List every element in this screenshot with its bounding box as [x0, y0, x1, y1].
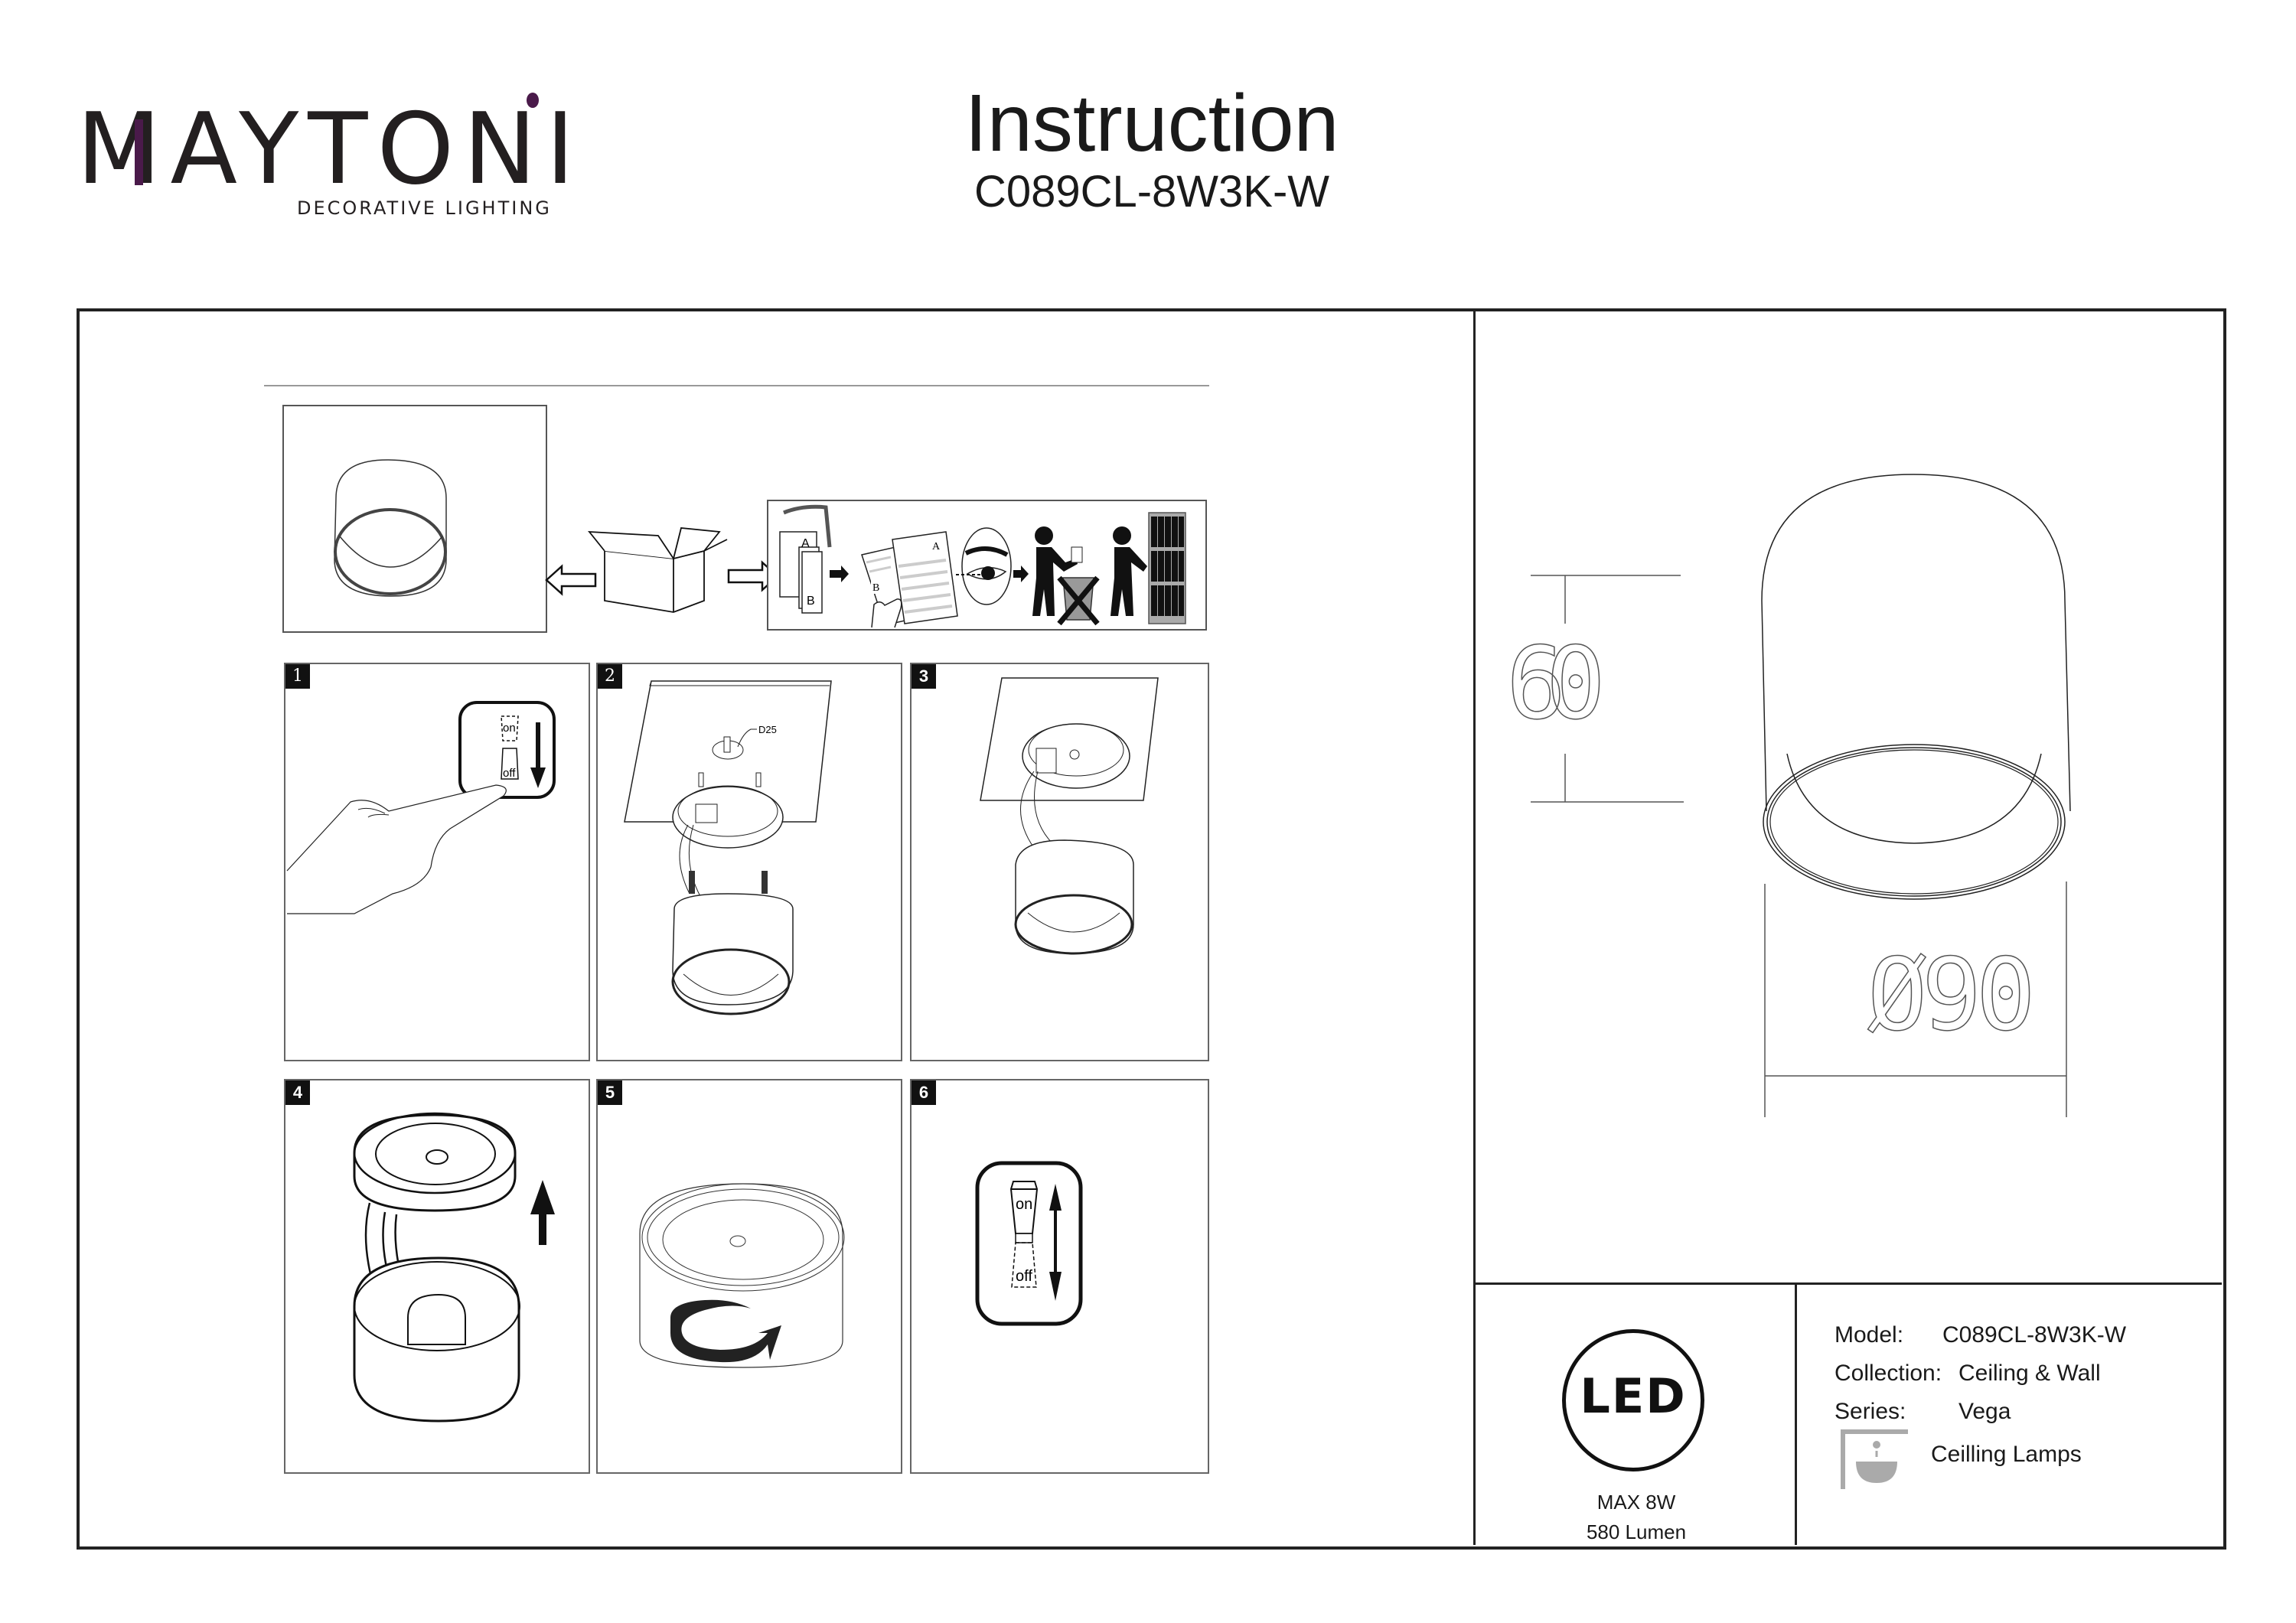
height-dimension: 60 — [1506, 625, 1606, 741]
twist-lock-illustration — [639, 1183, 845, 1368]
page-model: C089CL-8W3K-W — [974, 167, 1330, 217]
logo-accent-dot — [527, 93, 539, 108]
spec-model-value: C089CL-8W3K-W — [1942, 1322, 2127, 1348]
led-logo-text: LED — [1580, 1368, 1687, 1424]
step-6-panel: 6 on off — [910, 1079, 1209, 1474]
section-rule — [264, 385, 1209, 386]
step-2-number: 2 — [598, 664, 622, 689]
info-divider — [1795, 1284, 1797, 1545]
documents-instructions-box: A B A B — [767, 500, 1207, 631]
doc-label-a: A — [801, 537, 810, 550]
switch-off-label: off — [503, 767, 516, 780]
detach-base-illustration — [353, 1112, 555, 1423]
lamp-preview-illustration — [334, 459, 447, 597]
spec-collection-label: Collection: — [1835, 1361, 1942, 1386]
brand-logo: MAYTONI — [77, 101, 584, 199]
mount-bracket-illustration: D25 — [624, 680, 832, 1015]
doc-label-a2: A — [932, 541, 941, 552]
arrow-right-icon — [727, 560, 779, 592]
max-power: MAX 8W — [1596, 1491, 1676, 1514]
step-1-panel: 1 on off — [284, 663, 590, 1061]
frame-divider-vertical — [1473, 310, 1476, 1545]
spec-series-label: Series: — [1835, 1399, 1906, 1424]
frame-divider-horizontal — [1475, 1282, 2222, 1285]
step-2-callout: D25 — [758, 724, 777, 735]
spec-model-label: Model: — [1835, 1322, 1904, 1348]
logo-accent-bar — [135, 119, 143, 185]
switch-on-label: on — [1016, 1196, 1032, 1213]
step-4-number: 4 — [285, 1080, 310, 1105]
diameter-dimension: Ø90 — [1867, 937, 2036, 1053]
step-6-number: 6 — [912, 1080, 936, 1105]
step-3-number: 3 — [912, 664, 936, 689]
page-title: Instruction — [964, 78, 1339, 168]
step-4-panel: 4 — [284, 1079, 590, 1474]
doc-label-b2: B — [872, 582, 879, 594]
lumen-output: 580 Lumen — [1586, 1520, 1687, 1543]
doc-label-b: B — [807, 595, 815, 608]
dimension-drawing: 60 Ø90 — [1505, 474, 2071, 1117]
keep-instructions-illustration: A B A B — [779, 504, 1186, 628]
brand-tagline: DECORATIVE LIGHTING — [297, 197, 552, 219]
connect-wires-illustration — [980, 677, 1159, 955]
step-1-number: 1 — [285, 664, 310, 689]
open-box-icon — [588, 527, 728, 613]
spec-series-value: Vega — [1958, 1399, 2011, 1424]
switch-off-label: off — [1016, 1268, 1032, 1285]
spec-collection-value: Ceiling & Wall — [1958, 1361, 2101, 1386]
led-badge: LED — [1562, 1329, 1704, 1471]
spec-category: Ceilling Lamps — [1931, 1442, 2082, 1467]
step-2-panel: 2 D25 — [596, 663, 902, 1061]
document-frame — [77, 308, 2226, 1550]
switch-on-label: on — [503, 722, 516, 735]
brand-name: MAYTONI — [77, 93, 584, 207]
switch-off-illustration: on off — [286, 701, 556, 914]
switch-on-illustration: on off — [975, 1161, 1083, 1326]
product-preview-box — [282, 405, 547, 633]
step-5-number: 5 — [598, 1080, 622, 1105]
arrow-left-icon — [545, 564, 597, 596]
step-5-panel: 5 — [596, 1079, 902, 1474]
ceiling-lamp-icon — [1841, 1429, 1908, 1489]
step-3-panel: 3 — [910, 663, 1209, 1061]
